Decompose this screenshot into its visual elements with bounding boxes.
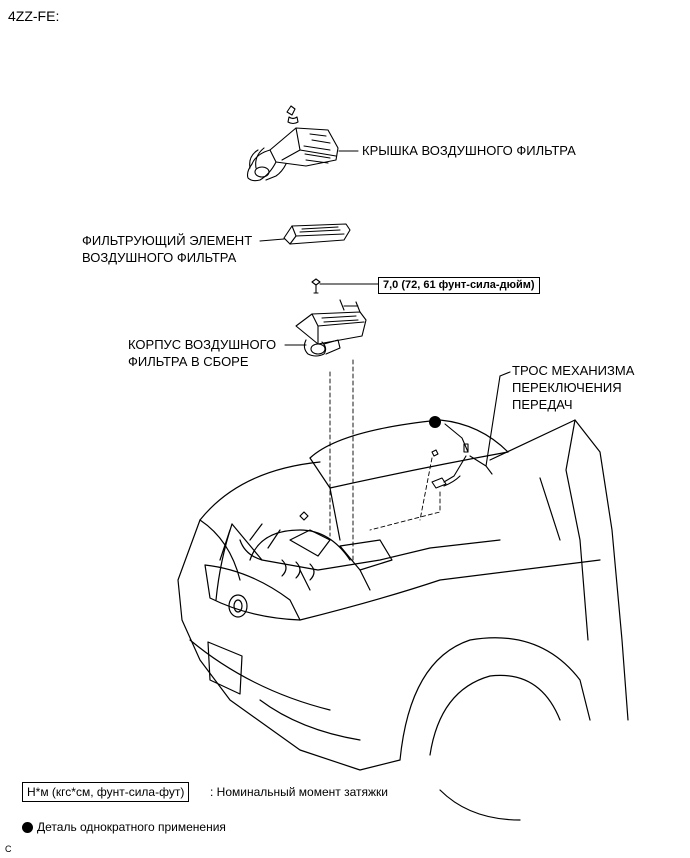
bolt-part	[311, 278, 321, 294]
engine-code-label: 4ZZ-FE:	[8, 8, 60, 24]
housing-label-line1: КОРПУС ВОЗДУШНОГО	[128, 337, 277, 352]
legend-torque-unit-box: Н*м (кгс*см, фунт-сила-фут)	[22, 782, 190, 802]
cable-label-line2: ПЕРЕКЛЮЧЕНИЯ	[512, 380, 622, 395]
vehicle-front-outline	[177, 419, 629, 821]
air-cleaner-cap-part	[246, 105, 339, 182]
air-cleaner-element-part	[283, 223, 351, 245]
cover-label: КРЫШКА ВОЗДУШНОГО ФИЛЬТРА	[362, 143, 576, 158]
assembly-guide-lines	[329, 359, 441, 561]
transmission-cable-part	[431, 375, 501, 489]
housing-label-line2: ФИЛЬТРА В СБОРЕ	[128, 354, 249, 369]
legend-torque-desc: : Номинальный момент затяжки	[210, 785, 388, 799]
cable-label-line3: ПЕРЕДАЧ	[512, 397, 573, 412]
element-leader-line	[259, 238, 285, 242]
torque-spec-box: 7,0 (72, 61 фунт-сила-дюйм)	[378, 277, 540, 294]
cable-label-line1: ТРОС МЕХАНИЗМА	[512, 363, 635, 378]
cable-leader-line	[499, 371, 511, 377]
legend-nonreusable-desc: Деталь однократного применения	[37, 820, 226, 834]
element-label-line2: ВОЗДУШНОГО ФИЛЬТРА	[82, 250, 237, 265]
air-cleaner-case-part	[295, 299, 367, 357]
element-label-line1: ФИЛЬТРУЮЩИЙ ЭЛЕМЕНТ	[82, 233, 253, 248]
corner-mark: C	[5, 844, 12, 854]
legend-nonreusable-marker	[22, 822, 33, 833]
nonreusable-part-marker	[429, 416, 441, 428]
